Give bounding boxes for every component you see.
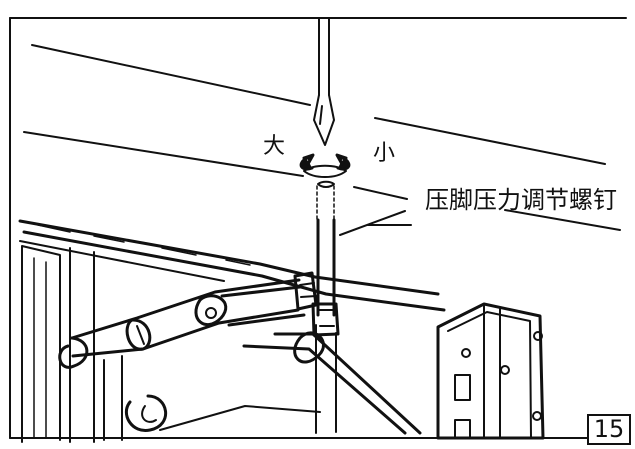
left-support-frame bbox=[21, 245, 61, 443]
curved-arrow-icon-left bbox=[299, 153, 315, 171]
large-adjustment-label: 大 bbox=[263, 134, 286, 159]
pressure-screw-center bbox=[317, 180, 335, 188]
link-left-pin bbox=[205, 307, 217, 319]
left-rail-top bbox=[18, 219, 440, 296]
screwdriver-shaft bbox=[318, 17, 330, 96]
leader-line bbox=[339, 210, 406, 236]
pressure-bar bbox=[316, 218, 336, 317]
presser-foot-pressure-screw-label: 压脚压力调节螺钉 bbox=[425, 186, 617, 214]
lower-surface-line bbox=[23, 131, 621, 231]
right-box-side bbox=[483, 303, 501, 439]
arm-joint-outline bbox=[125, 318, 152, 351]
link-arm bbox=[220, 285, 306, 327]
lower-rod-left bbox=[103, 355, 123, 441]
pressure-bar-lower bbox=[315, 324, 337, 434]
arm-joint-shadow bbox=[136, 325, 145, 345]
left-rail-bottom bbox=[19, 240, 225, 282]
lower-base-line bbox=[159, 405, 321, 431]
clamp-collar-detail bbox=[318, 309, 335, 327]
left-rail-middle bbox=[22, 230, 446, 312]
upper-surface-line bbox=[31, 44, 606, 165]
right-box-screw-4 bbox=[532, 411, 542, 421]
clamp-block-detail bbox=[299, 282, 317, 298]
pressure-screw-ring bbox=[303, 164, 347, 178]
right-box-screw-3 bbox=[533, 331, 543, 341]
clamp-collar bbox=[311, 302, 340, 337]
right-box-screw-1 bbox=[461, 348, 471, 358]
lower-lever bbox=[242, 344, 407, 435]
lower-fitting bbox=[124, 394, 168, 432]
arm-left-hook bbox=[58, 336, 89, 369]
right-box-slot-lower bbox=[454, 419, 471, 439]
screwdriver-tip bbox=[313, 94, 335, 146]
small-adjustment-label: 小 bbox=[373, 141, 396, 166]
rail-hatching bbox=[37, 224, 251, 266]
frame-vertical-detail bbox=[69, 247, 95, 443]
right-box-inner bbox=[447, 311, 532, 439]
left-inner-frame bbox=[33, 257, 47, 439]
lower-lever-cap bbox=[293, 331, 325, 364]
right-box-front bbox=[436, 302, 545, 440]
main-arm-top bbox=[70, 278, 301, 340]
page-number: 15 bbox=[587, 414, 631, 445]
right-box-slot-upper bbox=[454, 374, 471, 401]
lower-fitting-inner bbox=[141, 405, 157, 423]
main-arm-bottom bbox=[71, 308, 300, 358]
right-box-screw-2 bbox=[500, 365, 510, 375]
screwdriver-tip-shadow bbox=[319, 105, 323, 125]
curved-arrow-icon-right bbox=[335, 153, 351, 171]
link-left bbox=[194, 294, 228, 326]
